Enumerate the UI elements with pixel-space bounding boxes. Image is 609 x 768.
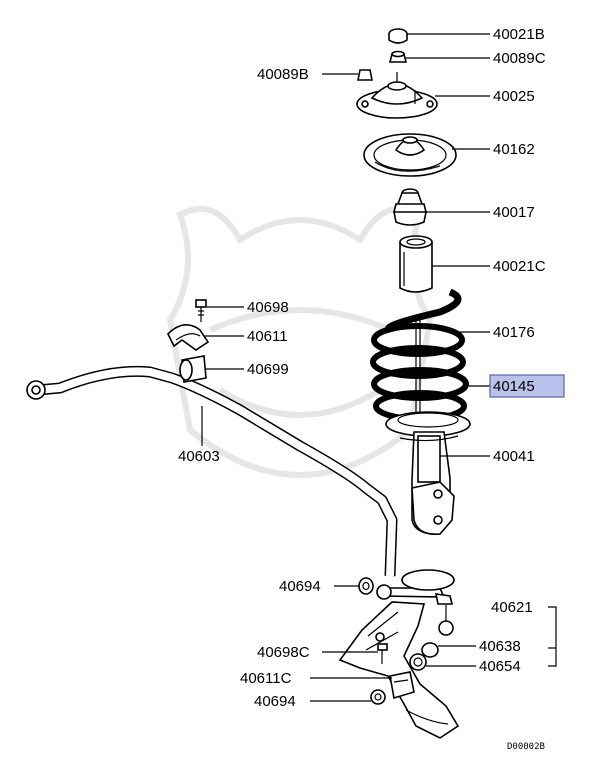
part-label-40699[interactable]: 40699 xyxy=(247,361,289,378)
link-bushing-40694-lower[interactable] xyxy=(370,689,386,705)
leader-lines xyxy=(201,33,557,702)
selected-part-highlight xyxy=(489,374,565,398)
part-label-40694-lower[interactable]: 40694 xyxy=(254,693,296,710)
part-label-40654[interactable]: 40654 xyxy=(479,658,521,675)
part-label-40021c[interactable]: 40021C xyxy=(493,258,546,275)
part-label-40176[interactable]: 40176 xyxy=(493,324,535,341)
part-label-40021b[interactable]: 40021B xyxy=(493,26,545,43)
part-label-40698c[interactable]: 40698C xyxy=(257,644,310,661)
strut-assembly[interactable] xyxy=(399,431,459,536)
strut-mount-cap[interactable] xyxy=(388,28,408,44)
bracket-bolt-40698c[interactable] xyxy=(377,643,388,664)
coil-spring[interactable] xyxy=(370,288,469,422)
stabilizer-bracket[interactable] xyxy=(167,324,210,351)
part-label-40603[interactable]: 40603 xyxy=(178,448,220,465)
part-label-40611[interactable]: 40611 xyxy=(247,328,288,345)
dust-cover[interactable] xyxy=(399,235,433,293)
part-label-40698[interactable]: 40698 xyxy=(247,299,289,316)
bump-stopper[interactable] xyxy=(393,188,427,226)
strut-upper-mount[interactable] xyxy=(356,72,438,119)
part-label-40025[interactable]: 40025 xyxy=(493,88,535,105)
part-label-40638[interactable]: 40638 xyxy=(479,638,521,655)
lower-arm[interactable] xyxy=(338,601,460,739)
part-label-40017[interactable]: 40017 xyxy=(493,204,535,221)
nut-40089b[interactable] xyxy=(357,69,373,81)
stabilizer-link[interactable] xyxy=(376,569,455,636)
part-label-40145[interactable]: 40145 xyxy=(493,378,535,395)
bracket-bolt-40698[interactable] xyxy=(195,299,207,322)
part-label-40611c[interactable]: 40611C xyxy=(240,670,292,687)
part-label-40694-upper[interactable]: 40694 xyxy=(279,578,321,595)
part-label-40162[interactable]: 40162 xyxy=(493,141,535,158)
flange-nut-40089c[interactable] xyxy=(388,50,408,63)
arm-bushing-40654[interactable] xyxy=(409,653,427,671)
stabilizer-bushing[interactable] xyxy=(179,355,207,383)
stabilizer-bracket-40611c[interactable] xyxy=(389,671,415,700)
part-label-40089c[interactable]: 40089C xyxy=(493,50,546,67)
link-bushing-40694-upper[interactable] xyxy=(358,577,374,595)
part-label-40089b[interactable]: 40089B xyxy=(257,66,309,83)
part-label-40041[interactable]: 40041 xyxy=(493,448,535,465)
arm-bushing-40638[interactable] xyxy=(421,642,439,658)
diagram-code: D00002B xyxy=(507,742,545,752)
spring-upper-seat[interactable] xyxy=(363,133,457,177)
watermark-emblem xyxy=(166,205,434,478)
part-label-40621[interactable]: 40621 xyxy=(491,599,533,616)
stabilizer-bar[interactable] xyxy=(26,365,398,577)
